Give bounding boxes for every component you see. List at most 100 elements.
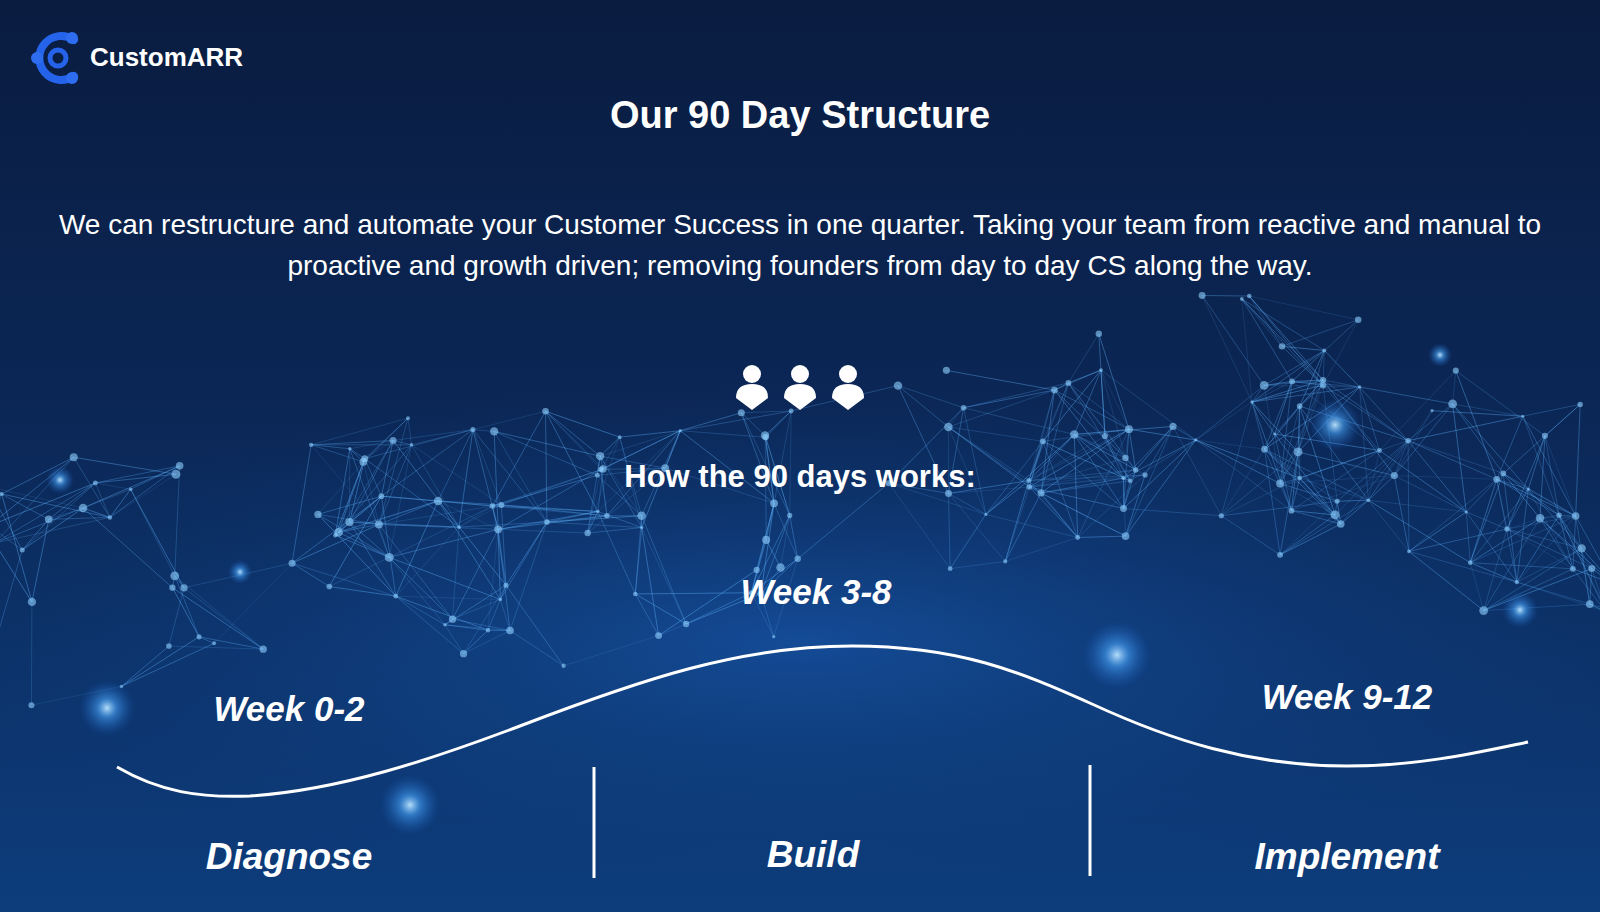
network-node — [345, 518, 353, 526]
network-link — [335, 535, 389, 557]
network-link — [0, 550, 22, 655]
network-link — [1101, 370, 1125, 458]
network-link — [1409, 512, 1466, 552]
network-link — [898, 386, 948, 427]
network-link — [510, 631, 564, 666]
network-link — [379, 524, 498, 529]
network-link — [1078, 429, 1129, 537]
network-node — [604, 513, 610, 519]
network-link — [1368, 500, 1409, 551]
network-link — [311, 445, 350, 449]
people-icons — [736, 365, 864, 410]
network-link — [1394, 476, 1409, 552]
network-link — [1453, 404, 1523, 416]
network-glow — [1502, 592, 1538, 628]
background-haze — [0, 380, 1600, 900]
network-link — [175, 466, 180, 576]
network-link — [1029, 470, 1136, 480]
network-node — [683, 621, 689, 627]
network-link — [396, 501, 438, 596]
network-node — [361, 455, 368, 462]
network-link — [1300, 450, 1380, 478]
network-node — [170, 571, 179, 580]
network-link — [500, 599, 510, 630]
network-link — [1503, 473, 1540, 518]
network-node — [1279, 343, 1285, 349]
title: Our 90 Day Structure — [610, 88, 990, 143]
network-node — [314, 511, 321, 518]
network-link — [564, 636, 659, 666]
network-node — [596, 510, 600, 514]
network-node — [1122, 532, 1130, 540]
network-link — [381, 430, 473, 497]
network-link — [1074, 426, 1173, 434]
network-link — [349, 449, 350, 522]
network-link — [329, 587, 396, 597]
network-link — [1101, 370, 1105, 436]
network-link — [986, 514, 1078, 537]
network-link — [2, 457, 74, 494]
network-link — [473, 411, 546, 429]
network-link — [1196, 440, 1292, 511]
network-link — [1497, 479, 1517, 582]
network-link — [396, 596, 445, 625]
phase-label: Build — [767, 828, 859, 882]
network-link — [1105, 436, 1130, 481]
network-link — [349, 522, 395, 596]
network-node — [212, 641, 216, 645]
network-node — [1199, 292, 1206, 299]
network-link — [1470, 479, 1496, 562]
network-link — [494, 431, 600, 456]
network-link — [408, 418, 411, 445]
network-link — [598, 511, 642, 527]
network-link — [1196, 440, 1280, 484]
network-node — [1355, 317, 1362, 324]
network-glow — [1083, 621, 1151, 689]
network-node — [542, 408, 549, 415]
network-node — [1578, 544, 1586, 552]
network-link — [1249, 296, 1323, 380]
network-link — [1124, 508, 1222, 515]
network-link — [1221, 449, 1264, 516]
network-link — [365, 441, 393, 459]
network-link — [411, 445, 501, 505]
network-link — [1202, 295, 1252, 402]
network-link — [1517, 515, 1559, 582]
network-link — [1078, 475, 1145, 538]
network-node — [129, 487, 133, 491]
network-link — [1523, 416, 1576, 516]
network-link — [774, 503, 798, 558]
network-glow — [1309, 399, 1361, 451]
network-link — [1202, 295, 1249, 297]
network-node — [795, 556, 801, 562]
network-link — [292, 563, 329, 586]
network-link — [492, 506, 597, 511]
network-link — [964, 383, 1069, 408]
network-node — [762, 536, 770, 544]
network-node — [1430, 409, 1433, 412]
network-link — [1078, 536, 1126, 537]
logo-dot — [66, 32, 78, 44]
network-link — [1368, 450, 1379, 500]
network-node — [1570, 566, 1576, 572]
network-link — [588, 511, 598, 533]
network-node — [772, 635, 775, 638]
network-link — [1291, 511, 1340, 524]
network-link — [1323, 380, 1360, 387]
network-link — [1074, 434, 1077, 537]
network-link — [898, 386, 964, 408]
network-link — [1559, 515, 1600, 608]
network-link — [175, 576, 199, 637]
network-link — [1264, 385, 1359, 387]
network-link — [453, 529, 499, 619]
network-link — [1470, 563, 1517, 582]
network-glow — [79, 680, 135, 736]
network-link — [121, 637, 199, 687]
network-link — [506, 585, 564, 666]
network-link — [329, 557, 389, 586]
network-link — [1126, 475, 1145, 536]
network-node — [1065, 380, 1071, 386]
network-link — [1136, 426, 1173, 470]
network-link — [680, 413, 741, 431]
logo-icon — [31, 32, 78, 84]
